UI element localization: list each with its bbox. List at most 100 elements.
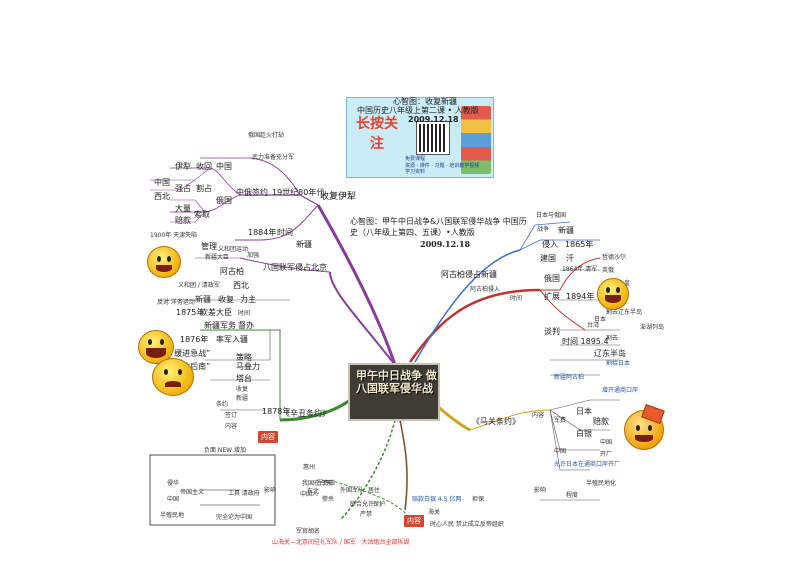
branch-green-left [279,398,351,422]
label: 影响 [534,487,547,494]
label: 英俄 [602,267,615,274]
label: 1900年 天津失陷 [150,232,198,239]
label: 1876年 [180,335,209,344]
label: 谈判 [544,327,560,336]
label: 力主 [240,295,256,304]
branch-brown-down [399,419,408,511]
label: 新疆 [296,240,312,249]
label: 1864年 清军 [562,266,598,273]
label: 割去辽东半岛 [606,309,643,316]
label: 1865年 [565,240,594,249]
label: 允许日本在通商口岸开厂 [554,461,621,468]
label: 索取 [194,210,210,219]
label: 增开通商口岸 [602,387,639,394]
central-topic-image: 甲午中日战争 做 八国联军侵华战 [348,363,440,421]
label: 俄国 [216,196,232,205]
label: 担保 [472,496,485,503]
label: 条约 [216,401,229,408]
label: 联合允许 [350,501,375,508]
label: 外国军队 [340,487,365,494]
label: 中国 [154,178,170,187]
branch-label-xinchou: 《辛丑条约》 [282,409,330,418]
label: 新疆 [195,295,211,304]
label: 伊犁 [175,162,191,171]
label: 时间 [510,295,523,302]
label: 大量 [175,204,191,213]
label: 日本 [594,316,607,323]
label: 督办 [238,321,254,330]
label: 帝国主义 [180,489,205,496]
label: 台湾 [587,322,600,329]
label: 收复 [218,295,234,304]
label: 率军入疆 [216,335,248,344]
promo-banner[interactable]: 长按关注 免费课程 资源 · 课件 · 习题 · 培训教学视频 学习资料 [346,97,494,178]
branch-label-shimonoseki: 《马关条约》 [472,417,520,426]
label: 保护 [373,501,386,508]
label: 时心人民 禁止成立反帝组织 [430,521,504,528]
smiley-face-icon [147,246,181,278]
label: 军费赔 [317,480,336,487]
label: 新疆阿古柏 [554,374,585,381]
label: 钦差大臣 [200,308,232,317]
label: 战争 [537,226,550,233]
label: 汗 [566,254,574,263]
label: 程度 [566,492,579,499]
label: 惨杀 [322,496,335,503]
label: 军官胡名 [296,528,321,535]
label: 山海关—北京间驻扎军队 / 国军 · 大沽炮台全部拆毁 [272,539,410,546]
branch-blue-right [414,249,521,363]
label: 1878年 [262,407,291,416]
label: 负面 NEW 增加 [204,447,247,454]
label: 赔款白银 4.5 亿两 [412,496,462,503]
label: 中俄签约 [236,188,268,197]
banner-subtitle: 中国历史八年级上第二课 • 人教版 [357,106,479,115]
label: 开厂 [600,451,613,458]
label: 海关 [428,509,441,516]
label: 西北 [154,192,170,201]
label: 策略 [236,353,252,362]
branch-label-eight-nations: 八国联军侵占北京 [263,263,327,272]
label: 阿古柏 [220,267,244,276]
label: 居住 [368,487,381,494]
label: 影响 [264,487,277,494]
label: 侵华 [167,480,180,487]
label: 中国 [554,448,567,455]
label: 强占 [175,184,191,193]
label: 侵入 [542,240,558,249]
doc-title-date: 2009.12.18 [420,239,471,249]
label: 哲德沙尔 [602,254,627,261]
label: 1884年 [248,228,277,237]
doc-title-line1: 心智图：甲午中日战争&八国联军侵华战争 中国历 [350,217,527,226]
label: 俄国趁火打劫 [248,132,285,139]
branch-label-agubo: 阿古柏侵占新疆 [441,270,497,279]
label: 中国 [167,496,180,503]
branch-green-down [339,419,396,521]
label: 工具 清政府 [228,490,260,497]
label: 收复 [236,386,249,393]
label: 时间 [277,228,293,237]
label: 反对 洋务运动 [157,299,195,306]
banner-promo-text: 免费课程 资源 · 课件 · 习题 · 培训教学视频 学习资料 [405,156,480,175]
label: 中国 [600,439,613,446]
doc-title-line2: 史（八年级上第四、五课）•人教版 [350,228,475,237]
label: 1894年 [566,292,595,301]
label: 半殖民地 [160,512,185,519]
label: 中国 [216,162,232,171]
label: 完全沦为中国 [216,514,253,521]
label: 东北 [307,488,320,495]
label: 严禁 [360,511,373,518]
label: 新疆 [236,395,249,402]
label: 日本 [576,407,592,416]
label: 1875年 [176,308,205,317]
content-tag: 内容 [258,431,278,443]
label: 半殖民地化 [586,480,617,487]
central-topic-title: 甲午中日战争 做 八国联军侵华战 [356,369,437,395]
label: 阿古柏侵入 [470,286,501,293]
qr-code-icon [416,121,450,155]
label: 塔台 [236,374,252,383]
branch-purple-top [316,204,397,366]
label: 内容 [532,412,545,419]
books-illustration [461,106,491,174]
